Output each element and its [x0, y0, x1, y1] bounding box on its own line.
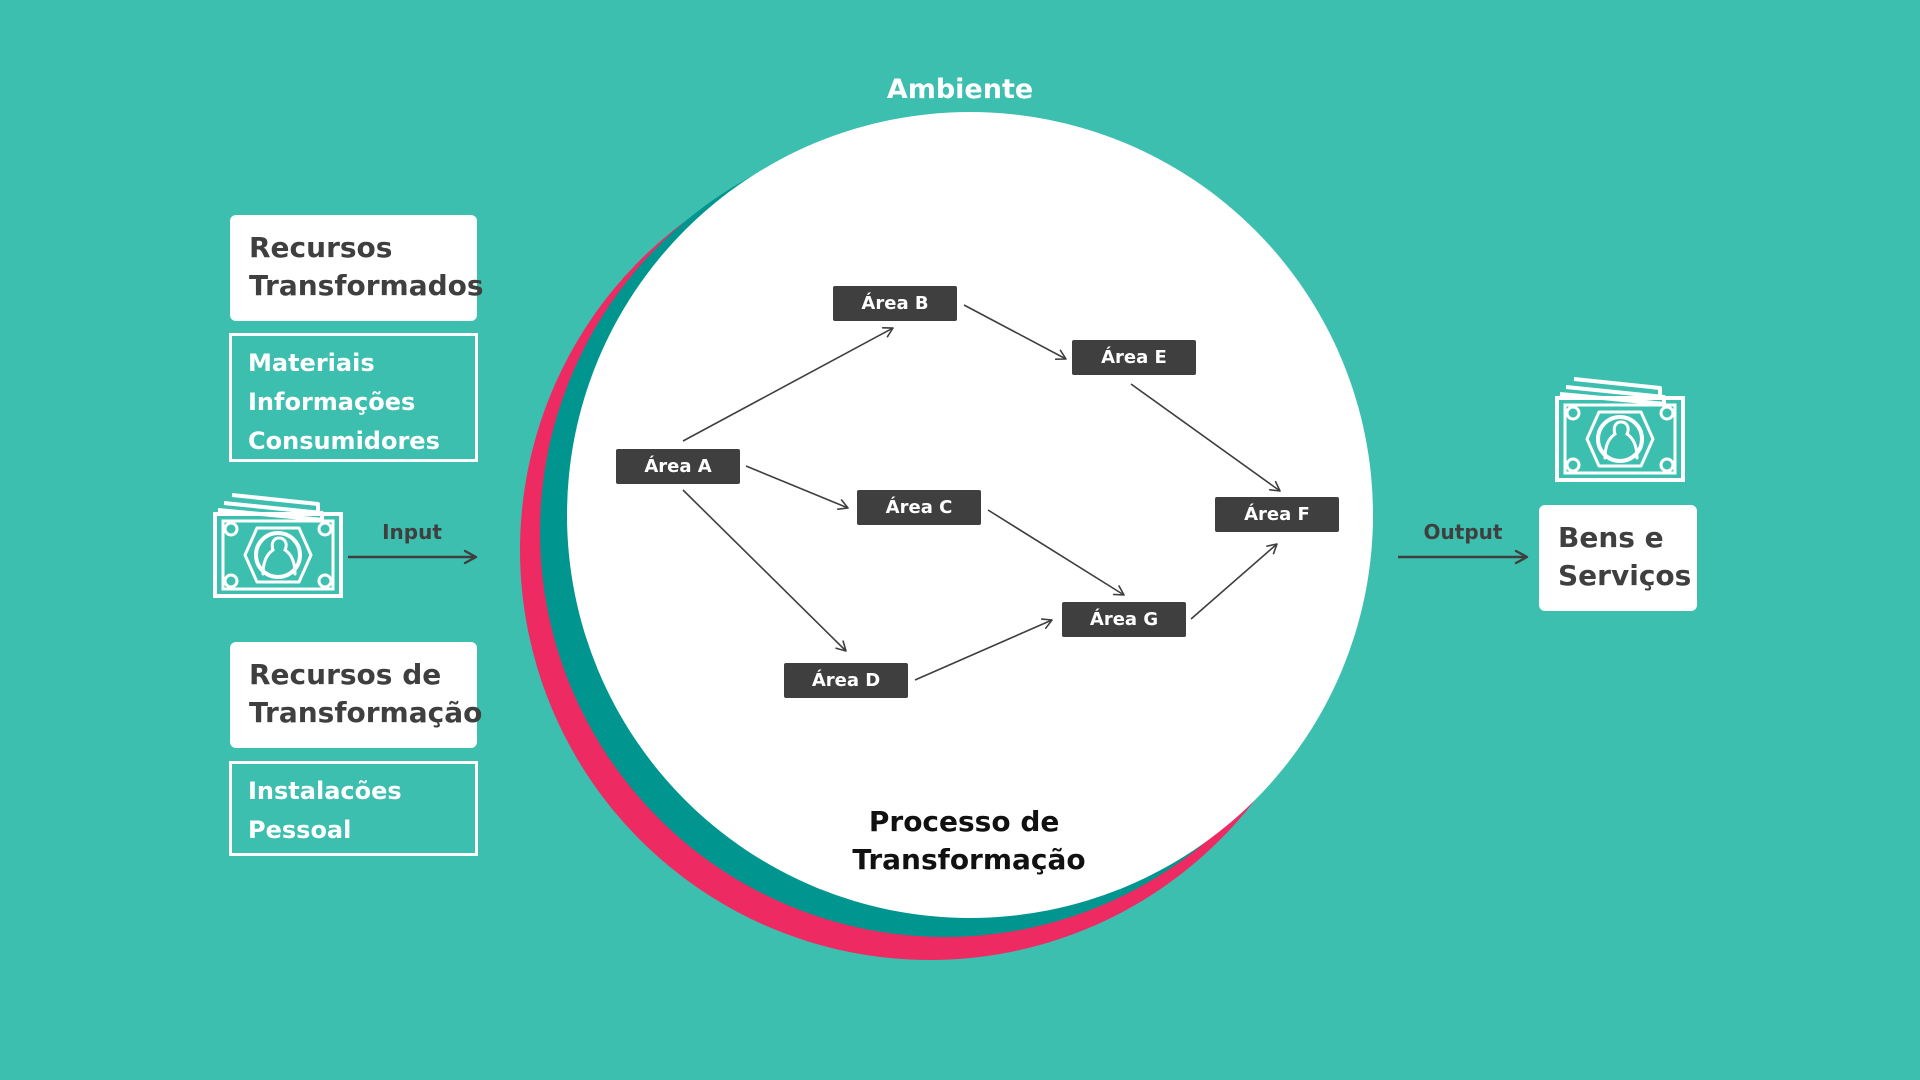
- money-bills-icon: [1555, 377, 1685, 482]
- transforming-resources-title-line-2: Transformação: [249, 696, 483, 729]
- area-a-label: Área A: [644, 455, 711, 477]
- area-b: Área B: [833, 286, 957, 321]
- area-c-label: Área C: [886, 496, 953, 518]
- transformed-resources-title-line-2: Transformados: [249, 269, 484, 302]
- area-f-box: [1215, 497, 1339, 532]
- area-g: Área G: [1062, 602, 1186, 637]
- area-g-label: Área G: [1090, 608, 1158, 630]
- list-item: Informações: [248, 388, 416, 416]
- area-d: Área D: [784, 663, 908, 698]
- transformed-resources-title-line-1: Recursos: [249, 231, 393, 264]
- area-g-box: [1062, 602, 1186, 637]
- flow-arrow-a-b: [682, 327, 894, 442]
- environment-label: Ambiente: [887, 74, 1033, 105]
- area-a: Área A: [616, 449, 740, 484]
- flow-arrow-g-f: [1190, 543, 1278, 620]
- flow-arrow-a-c: [745, 465, 849, 510]
- outputs-title: Bens e Serviços: [1539, 505, 1697, 611]
- list-item: Pessoal: [248, 816, 352, 844]
- flow-arrow-c-g: [987, 509, 1125, 596]
- area-f: Área F: [1215, 497, 1339, 532]
- process-label-line-2: Transformação: [852, 843, 1085, 876]
- transforming-resources-title-line-1: Recursos de: [249, 658, 442, 691]
- area-f-label: Área F: [1244, 503, 1310, 525]
- transforming-resources-list: Instalacões Pessoal: [229, 761, 478, 856]
- transformed-resources-list: Materiais Informações Consumidores: [229, 333, 478, 462]
- input-label: Input: [382, 520, 442, 544]
- area-e: Área E: [1072, 340, 1196, 375]
- transforming-resources-title: Recursos de Transformação: [230, 642, 483, 748]
- money-bills-icon: [213, 493, 343, 598]
- outputs-title-line-1: Bens e: [1558, 521, 1664, 554]
- area-a-box: [616, 449, 740, 484]
- flow-arrow-d-g: [914, 618, 1053, 681]
- flow-arrow-b-e: [963, 304, 1067, 361]
- outputs-title-line-2: Serviços: [1558, 559, 1692, 592]
- area-e-box: [1072, 340, 1196, 375]
- list-item: Consumidores: [248, 427, 440, 455]
- flow-arrow-a-d: [682, 489, 847, 652]
- process-label-line-1: Processo de: [869, 805, 1060, 838]
- list-item: Instalacões: [248, 777, 402, 805]
- area-c: Área C: [857, 490, 981, 525]
- area-b-box: [833, 286, 957, 321]
- area-d-box: [784, 663, 908, 698]
- output-label: Output: [1424, 520, 1503, 544]
- area-d-label: Área D: [812, 669, 880, 691]
- transformed-resources-title: Recursos Transformados: [230, 215, 484, 321]
- list-item: Materiais: [248, 349, 375, 377]
- flow-arrows: [682, 304, 1281, 681]
- area-b-label: Área B: [861, 292, 928, 314]
- area-c-box: [857, 490, 981, 525]
- flow-arrow-e-f: [1130, 383, 1281, 492]
- area-e-label: Área E: [1101, 346, 1167, 368]
- process-label: Processo de Transformação: [852, 805, 1085, 876]
